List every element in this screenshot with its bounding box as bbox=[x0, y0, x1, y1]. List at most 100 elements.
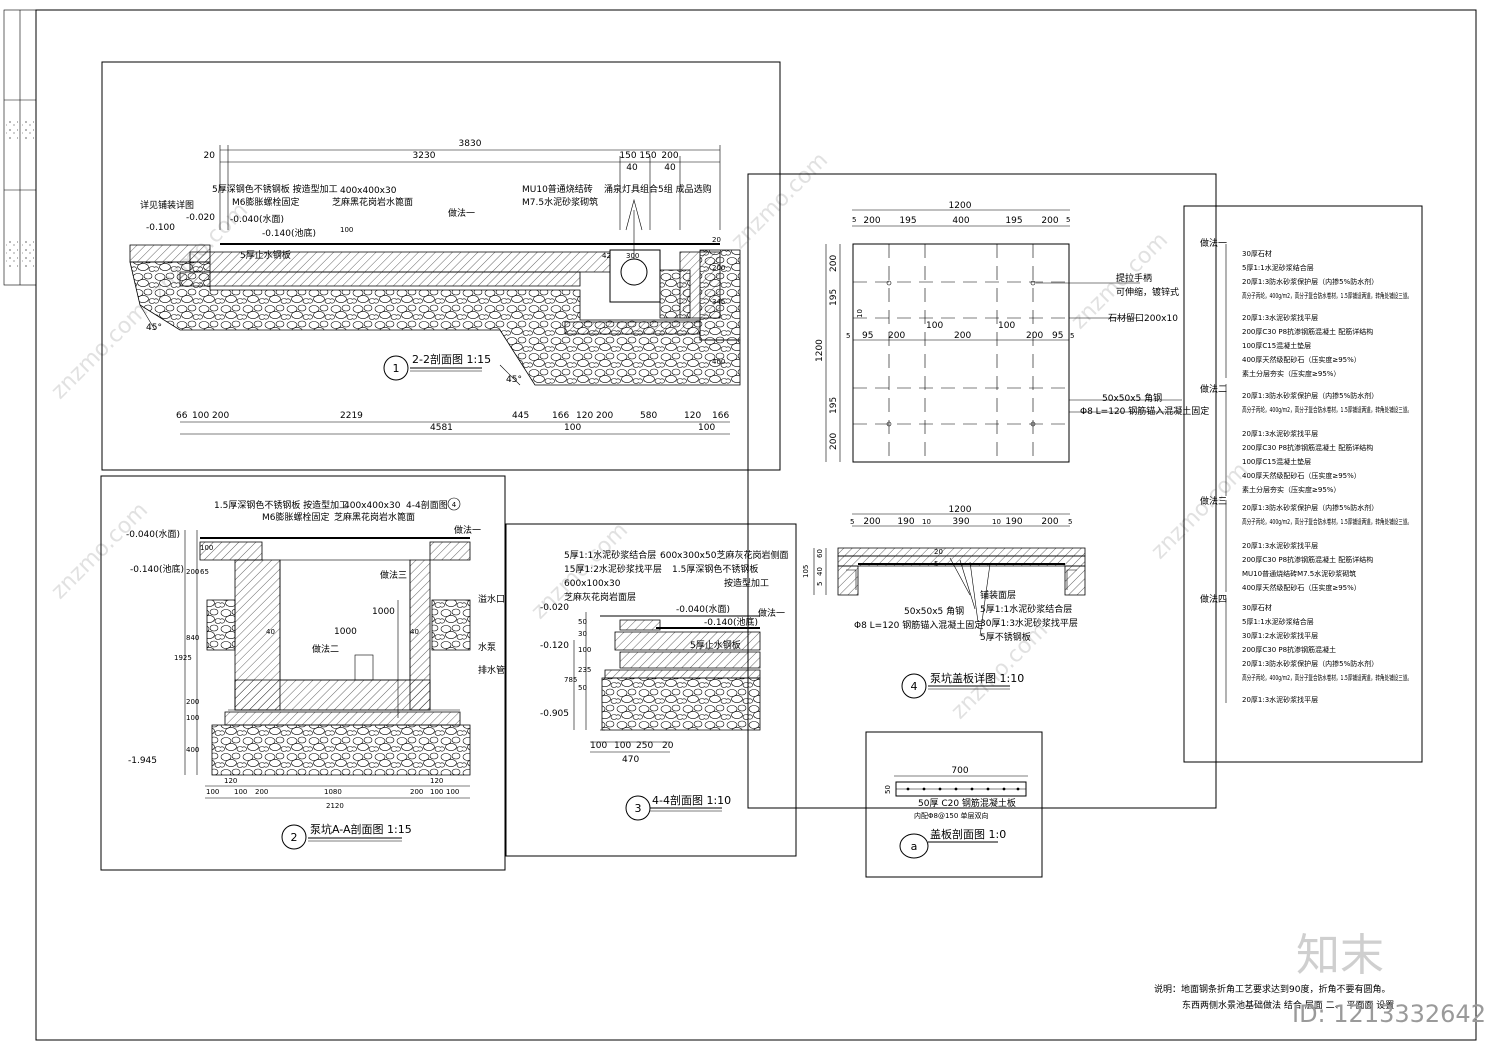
s44-elev-0120: -0.120 bbox=[540, 641, 569, 651]
label-grate-size: 400x400x30 bbox=[340, 186, 397, 196]
elev-water-surface: -0.040(水面) bbox=[230, 213, 284, 225]
dim-200: 200 bbox=[661, 151, 678, 161]
sec-dim-190a: 190 bbox=[897, 517, 914, 527]
legend-g3-item: 20厚1:3防水砂浆保护层（内掺5%防水剂） bbox=[1242, 503, 1378, 512]
pit-dimL-1925: 1925 bbox=[174, 654, 192, 662]
pit-dim-40b: 40 bbox=[410, 628, 419, 636]
sec-label-paving: 铺装面层 bbox=[980, 589, 1016, 601]
s44-label-level: 15厚1:2水泥砂浆找平层 bbox=[564, 563, 662, 575]
construction-methods-legend: 做法一 30厚石材 5厚1:1水泥砂浆结合层 20厚1:3防水砂浆保护层（内掺5… bbox=[1183, 205, 1423, 763]
s44-label-waterstop: 5厚止水钢板 bbox=[690, 639, 741, 651]
sec-dim-200a: 200 bbox=[863, 517, 880, 527]
sec-dim-190b: 190 bbox=[1005, 517, 1022, 527]
sec-dim-5: 5 bbox=[934, 560, 938, 568]
dim-b-2219: 2219 bbox=[340, 411, 363, 421]
legend-g1-item: 高分子丙纶，400g/m2，高分子复合防水卷材，1.5厚铺设两道，转角处铺设三道… bbox=[1242, 291, 1412, 300]
slab-dim-50: 50 bbox=[884, 785, 892, 794]
sec-left-105: 105 bbox=[802, 565, 810, 578]
plan-dim-400: 400 bbox=[952, 216, 969, 226]
pit-dimL-200: 200 bbox=[186, 568, 199, 576]
plan-dim-195a: 195 bbox=[899, 216, 916, 226]
drawing-3-number: 3 bbox=[635, 802, 642, 815]
general-notes: 说明：地面钢条折角工艺要求达到90度，折角不要有圆角。 东西两侧水景池基础做法 … bbox=[1154, 983, 1394, 1011]
legend-g2-item: 20厚1:3防水砂浆保护层（内掺5%防水剂） bbox=[1242, 391, 1378, 400]
legend-g2-item: 200厚C30 P8抗渗钢筋混凝土 配筋详结构 bbox=[1242, 443, 1373, 452]
plan-mid-200a: 200 bbox=[888, 331, 905, 341]
dim-20: 20 bbox=[204, 151, 216, 161]
label-m6-bolt: M6膨胀螺栓固定 bbox=[232, 196, 300, 208]
label-steel-plate: 5厚深钢色不锈钢板 按造型加工 bbox=[212, 183, 338, 195]
plan-left-195b: 195 bbox=[829, 397, 839, 414]
legend-g3-item: MU10普通烧结砖M7.5水泥砂浆砌筑 bbox=[1242, 569, 1356, 578]
s44-elev-bottom: -0.140(池底) bbox=[704, 616, 758, 628]
s44-label-method1: 做法一 bbox=[758, 607, 785, 619]
dim-b-166b: 166 bbox=[712, 411, 729, 421]
note-line-2: 东西两侧水景池基础做法 结合 层面 二、 平面面 设置 bbox=[1182, 999, 1394, 1011]
pit-dimL-100b: 100 bbox=[186, 714, 199, 722]
dim-b-166: 166 bbox=[552, 411, 569, 421]
image-id: ID: 1213332642 bbox=[1292, 1000, 1485, 1028]
pit-dimL-840: 840 bbox=[186, 634, 199, 642]
pit-label-overflow: 溢水口 bbox=[478, 593, 505, 605]
legend-group-2: 做法二 bbox=[1200, 383, 1227, 395]
plan-left-200b: 200 bbox=[829, 433, 839, 450]
pit-label-method1: 做法一 bbox=[454, 524, 481, 536]
svg-text:znzmo.com: znzmo.com bbox=[47, 298, 153, 404]
s44-dimL-785: 785 bbox=[564, 676, 577, 684]
pit-elev-water: -0.040(水面) bbox=[126, 528, 180, 540]
pit-elev-bottom: -0.140(池底) bbox=[130, 563, 184, 575]
drawing-2-2-section: 3830 20 3230 150 150 200 40 40 5厚深钢色不锈钢板… bbox=[101, 61, 781, 471]
angle-45a: 45° bbox=[146, 323, 162, 333]
s44-label-side: 600x300x50芝麻灰花岗岩侧面 bbox=[660, 549, 788, 561]
dim-b-120b: 120 bbox=[684, 411, 701, 421]
plan-dim-1200: 1200 bbox=[949, 201, 972, 211]
sec-dim-5a: 5 bbox=[850, 518, 854, 526]
legend-g2-item: 400厚天然级配砂石（压实度≥95%） bbox=[1242, 471, 1361, 480]
pit-label-grate-size: 400x400x30 bbox=[344, 501, 401, 511]
legend-g4-item: 20厚1:3防水砂浆保护层（内掺5%防水剂） bbox=[1242, 659, 1378, 668]
s44-dimL-30: 30 bbox=[578, 630, 587, 638]
dim-150a: 150 bbox=[619, 151, 636, 161]
legend-g3-item: 20厚1:3水泥砂浆找平层 bbox=[1242, 541, 1318, 550]
drawing-a-title: 盖板剖面图 1:0 bbox=[930, 827, 1006, 841]
legend-group-3: 做法三 bbox=[1200, 495, 1227, 507]
pit-dimL-200b: 200 bbox=[186, 698, 199, 706]
legend-g1-item: 30厚石材 bbox=[1242, 249, 1272, 258]
sec-left-40: 40 bbox=[816, 567, 824, 576]
slab-dim-700: 700 bbox=[951, 766, 968, 776]
pit-dimB-120b: 120 bbox=[430, 777, 443, 785]
drawing-1-number: 1 bbox=[393, 362, 400, 375]
legend-g1-item: 400厚天然级配砂石（压实度≥95%） bbox=[1242, 355, 1361, 364]
dim-150b: 150 bbox=[639, 151, 656, 161]
pit-label-method2: 做法二 bbox=[312, 643, 339, 655]
plan-left-10: 10 bbox=[856, 309, 864, 318]
dim-b-200: 200 bbox=[212, 411, 229, 421]
label-waterstop: 5厚止水钢板 bbox=[240, 249, 291, 261]
legend-g4-item: 20厚1:3水泥砂浆找平层 bbox=[1242, 695, 1318, 704]
sec-label-angle: 50x50x5 角钢 bbox=[904, 605, 964, 617]
dim-42: 42 bbox=[602, 252, 611, 260]
pit-dimB-120: 120 bbox=[224, 777, 237, 785]
sheet-frame bbox=[3, 9, 1477, 1041]
label-method-1: 做法一 bbox=[448, 207, 475, 219]
drawing-2-title: 泵坑A-A剖面图 1:15 bbox=[310, 822, 412, 836]
drawing-3-title: 4-4剖面图 1:10 bbox=[652, 793, 731, 807]
dim-400: 400 bbox=[712, 358, 725, 366]
s44-elev-water: -0.040(水面) bbox=[676, 603, 730, 615]
sec-label-anchor: Φ8 L=120 钢筋锚入混凝土固定 bbox=[854, 619, 983, 631]
legend-group-1: 做法一 bbox=[1200, 237, 1227, 249]
elev-minus-0020: -0.020 bbox=[186, 213, 215, 223]
legend-g1-item: 5厚1:1水泥砂浆结合层 bbox=[1242, 263, 1314, 272]
legend-g3-item: 高分子丙纶，400g/m2，高分子复合防水卷材，1.5厚铺设两道，转角处铺设三道… bbox=[1242, 517, 1412, 526]
plan-dim-5b: 5 bbox=[1066, 216, 1070, 224]
legend-g3-item: 200厚C30 P8抗渗钢筋混凝土 配筋详结构 bbox=[1242, 555, 1373, 564]
pit-dim-1000a: 1000 bbox=[334, 627, 357, 637]
legend-g4-item: 30厚石材 bbox=[1242, 603, 1272, 612]
pit-dimL-65: 65 bbox=[200, 568, 209, 576]
dim-3230: 3230 bbox=[413, 151, 436, 161]
dim-40b: 40 bbox=[664, 163, 676, 173]
pit-ref-4: 4 bbox=[452, 501, 457, 509]
legend-g2-item: 高分子丙纶，400g/m2，高分子复合防水卷材，1.5厚铺设两道，转角处铺设三道… bbox=[1242, 405, 1412, 414]
pit-label-drain: 排水管 bbox=[478, 664, 505, 676]
legend-g2-item: 20厚1:3水泥砂浆找平层 bbox=[1242, 429, 1318, 438]
